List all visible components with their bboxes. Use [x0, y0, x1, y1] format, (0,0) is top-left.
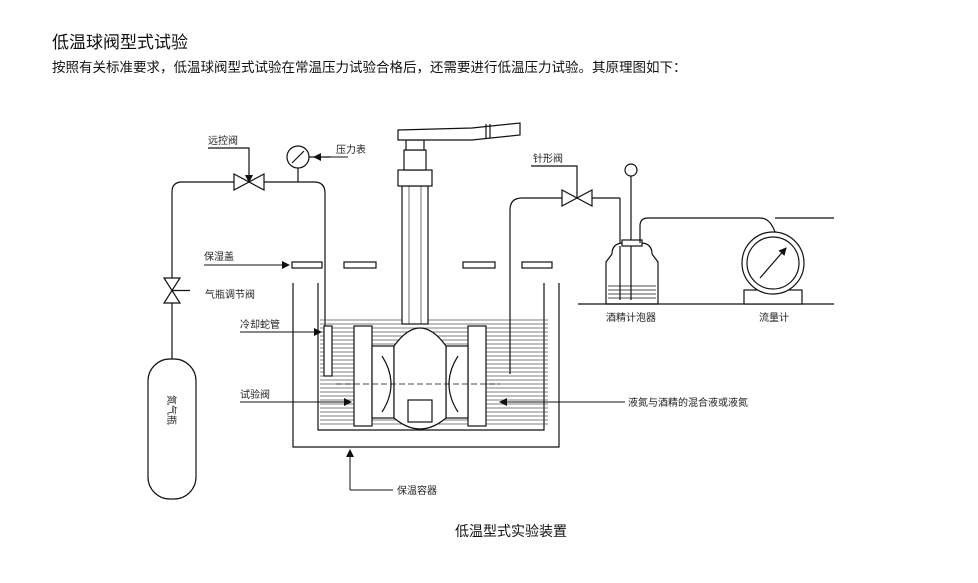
remote-valve-icon [208, 147, 265, 191]
nitrogen-cylinder-label: 氮气瓶 [165, 395, 178, 425]
page-title: 低温球阀型式试验 [52, 33, 188, 53]
remote-valve-label: 远控阀 [208, 134, 238, 147]
flowmeter-needle-icon [759, 247, 787, 279]
cooling-coil-label: 冷却蛇管 [240, 318, 280, 331]
insulation-cover-label: 保湿盖 [204, 250, 234, 263]
needle-valve-icon [531, 165, 593, 207]
cylinder-valve-label: 气瓶调节阀 [205, 288, 255, 301]
bubbler-label: 酒精计泡器 [606, 311, 656, 324]
pressure-gauge-icon [286, 145, 331, 182]
flow-line [639, 217, 776, 243]
flowmeter-icon [741, 231, 805, 305]
test-valve [336, 122, 521, 430]
supply-line [171, 181, 326, 359]
intro-text: 按照有关标准要求，低温球阀型式试验在常温压力试验合格后，还需要进行低温压力试验。… [52, 60, 687, 76]
flowmeter-label: 流量计 [759, 311, 789, 324]
diagram-caption: 低温型式实验装置 [455, 524, 567, 540]
cylinder-regulator-valve-icon [162, 277, 190, 304]
alcohol-bubbler [605, 163, 659, 305]
cooling-coil [323, 325, 333, 377]
needle-valve-label: 针形阀 [533, 152, 563, 165]
nitrogen-cylinder [147, 358, 197, 500]
insulated-container [292, 283, 560, 448]
insulation-cover [291, 261, 553, 269]
outlet-line [509, 197, 621, 374]
pressure-gauge-label: 压力表 [336, 143, 366, 156]
test-valve-label: 试验阀 [240, 388, 270, 401]
container-label: 保温容器 [397, 484, 437, 497]
mixture-label: 液氮与酒精的混合液或液氮 [628, 396, 748, 409]
